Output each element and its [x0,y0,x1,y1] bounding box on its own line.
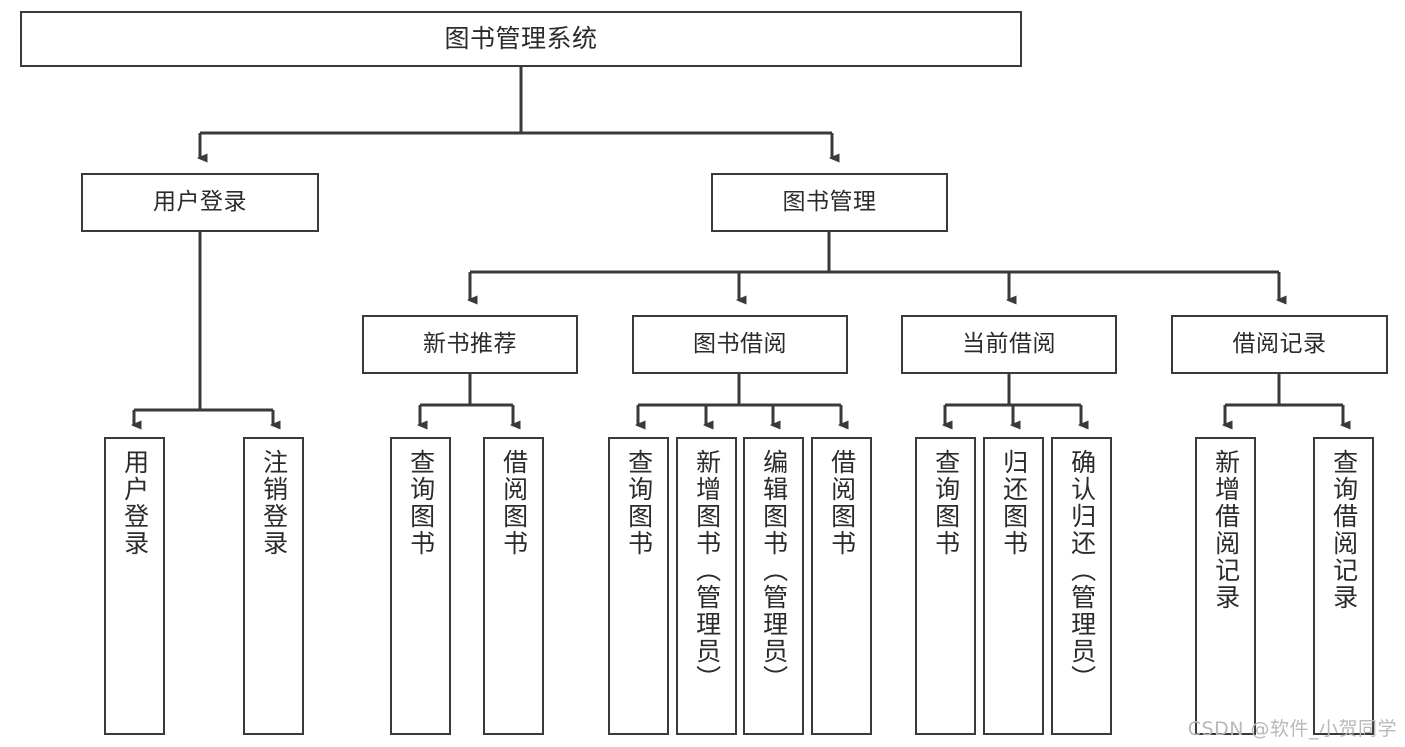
node-label: 新增图书（管理员） [692,449,722,692]
leaf-recommend-borrow-book[interactable]: 借阅图书 [483,437,544,735]
leaf-recommend-query-book[interactable]: 查询图书 [390,437,451,735]
node-current-borrow[interactable]: 当前借阅 [901,315,1117,374]
node-label: 确认归还（管理员） [1067,449,1097,692]
leaf-records-query-record[interactable]: 查询借阅记录 [1313,437,1374,735]
node-label: 查询图书 [406,449,436,557]
node-label: 新书推荐 [423,330,517,357]
node-label: 编辑图书（管理员） [759,449,789,692]
node-label: 用户登录 [120,449,150,557]
leaf-records-add-record[interactable]: 新增借阅记录 [1195,437,1256,735]
node-label: 归还图书 [999,449,1029,557]
leaf-borrow-borrow-book[interactable]: 借阅图书 [811,437,872,735]
leaf-user-login-signin[interactable]: 用户登录 [104,437,165,735]
leaf-borrow-edit-book-admin[interactable]: 编辑图书（管理员） [743,437,804,735]
leaf-borrow-query-book[interactable]: 查询图书 [608,437,669,735]
node-label: 借阅记录 [1232,330,1327,357]
node-label: 查询图书 [624,449,654,557]
node-label: 图书管理系统 [444,24,598,54]
node-label: 新增借阅记录 [1211,449,1241,611]
node-new-book-recommend[interactable]: 新书推荐 [362,315,578,374]
leaf-current-confirm-return-admin[interactable]: 确认归还（管理员） [1051,437,1112,735]
node-label: 查询图书 [931,449,961,557]
node-book-borrow[interactable]: 图书借阅 [632,315,848,374]
node-label: 注销登录 [259,449,289,557]
node-label: 当前借阅 [962,330,1056,357]
leaf-current-query-book[interactable]: 查询图书 [915,437,976,735]
leaf-borrow-add-book-admin[interactable]: 新增图书（管理员） [676,437,737,735]
node-root-system[interactable]: 图书管理系统 [20,11,1022,67]
node-label: 用户登录 [153,188,247,215]
node-label: 图书借阅 [693,330,787,357]
leaf-current-return-book[interactable]: 归还图书 [983,437,1044,735]
node-user-login[interactable]: 用户登录 [81,173,319,232]
node-borrow-records[interactable]: 借阅记录 [1171,315,1388,374]
node-book-management[interactable]: 图书管理 [711,173,948,232]
node-label: 查询借阅记录 [1329,449,1359,611]
leaf-user-login-signout[interactable]: 注销登录 [243,437,304,735]
node-label: 借阅图书 [827,449,857,557]
node-label: 图书管理 [782,188,877,215]
node-label: 借阅图书 [499,449,529,557]
